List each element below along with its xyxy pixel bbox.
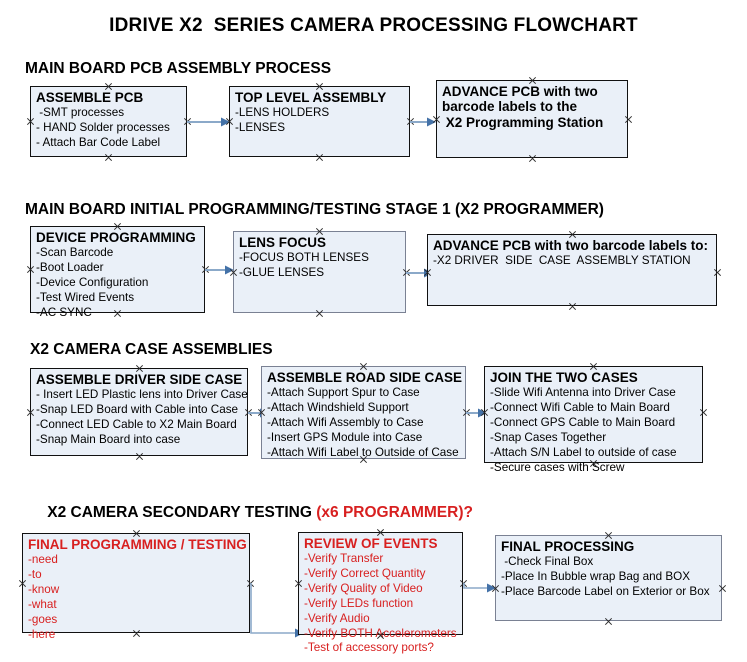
box-title: ASSEMBLE ROAD SIDE CASE <box>267 370 463 385</box>
box-line: -SMT processes <box>36 106 125 120</box>
box-title: JOIN THE TWO CASES <box>490 370 638 385</box>
box-assemble-pcb[interactable]: ASSEMBLE PCB -SMT processes - HAND Solde… <box>30 86 187 157</box>
box-line: -LENSES <box>235 121 286 135</box>
connector-review-of-events-to-final-processing <box>463 575 498 595</box>
box-title: FINAL PROCESSING <box>501 539 635 554</box>
box-line: -Verify BOTH Accelerometers <box>304 626 457 640</box>
box-line: -here <box>28 627 56 641</box>
box-line: -Attach Wifi Assembly to Case <box>267 415 424 429</box>
box-assemble-road-side-case[interactable]: ASSEMBLE ROAD SIDE CASE -Attach Support … <box>261 366 466 459</box>
box-line: -Connect GPS Cable to Main Board <box>490 415 676 429</box>
box-line: -Check Final Box <box>501 555 594 569</box>
box-title: REVIEW OF EVENTS <box>304 536 438 551</box>
box-line: -know <box>28 582 60 596</box>
box-final-processing[interactable]: FINAL PROCESSING -Check Final Box -Place… <box>495 535 722 621</box>
box-title: FINAL PROGRAMMING / TESTING <box>28 537 247 552</box>
box-line: -need <box>28 553 58 567</box>
box-line: -what <box>28 597 57 611</box>
box-final-programming-testing[interactable]: FINAL PROGRAMMING / TESTING -need -to -k… <box>22 533 250 641</box>
section-heading-text: X2 CAMERA SECONDARY TESTING <box>47 503 317 521</box>
box-line: -Attach Support Spur to Case <box>267 386 420 400</box>
box-title: LENS FOCUS <box>239 235 327 250</box>
box-line: -Attach Windshield Support <box>267 401 409 415</box>
box-line: -X2 DRIVER SIDE CASE ASSEMBLY STATION <box>433 254 691 268</box>
box-lens-focus[interactable]: LENS FOCUS -FOCUS BOTH LENSES -GLUE LENS… <box>233 231 406 313</box>
box-line: -goes <box>28 612 58 626</box>
box-line: -Snap Main Board into case <box>36 432 181 446</box>
box-title: DEVICE PROGRAMMING <box>36 230 196 245</box>
section-heading-x2-camera-secondary-testing: X2 CAMERA SECONDARY TESTING (x6 PROGRAMM… <box>30 489 473 536</box>
box-top-level-assembly[interactable]: TOP LEVEL ASSEMBLY -LENS HOLDERS -LENSES <box>229 86 410 157</box>
section-heading-accent: (x6 PROGRAMMER)? <box>316 503 473 521</box>
box-line: -Device Configuration <box>36 275 149 289</box>
box-title: TOP LEVEL ASSEMBLY <box>235 90 387 105</box>
box-line: - Attach Bar Code Label <box>36 135 161 149</box>
box-title: ASSEMBLE PCB <box>36 90 144 105</box>
box-line: -Attach Wifi Label to Outside of Case <box>267 445 459 459</box>
connector-device-programming-to-lens-focus <box>205 262 235 278</box>
section-heading-main-board-initial-programming: MAIN BOARD INITIAL PROGRAMMING/TESTING S… <box>25 201 604 218</box>
box-line: -to <box>28 568 42 582</box>
box-title: ASSEMBLE DRIVER SIDE CASE <box>36 372 243 387</box>
box-line: -Verify Quality of Video <box>304 581 423 595</box>
box-line: -Boot Loader <box>36 261 104 275</box>
box-line: - Insert LED Plastic lens into Driver Ca… <box>36 388 248 402</box>
connector-assemble-pcb-to-top-level-assembly <box>187 114 231 130</box>
box-line: -Verify Audio <box>304 611 370 625</box>
box-line: -FOCUS BOTH LENSES <box>239 251 369 265</box>
section-heading-x2-camera-case-assemblies: X2 CAMERA CASE ASSEMBLIES <box>30 341 273 358</box>
box-title: ADVANCE PCB with two barcode labels to: <box>433 238 709 253</box>
box-line: -Secure cases with Screw <box>490 460 625 474</box>
box-join-the-two-cases[interactable]: JOIN THE TWO CASES -Slide Wifi Antenna i… <box>484 366 703 474</box>
box-line: -Verify LEDs function <box>304 596 414 610</box>
box-line: -Snap LED Board with Cable into Case <box>36 403 239 417</box>
box-advance-pcb-driver-side-case[interactable]: ADVANCE PCB with two barcode labels to: … <box>427 234 717 306</box>
box-line: -AC SYNC <box>36 305 92 319</box>
box-line: -Insert GPS Module into Case <box>267 430 423 444</box>
box-line: - HAND Solder processes <box>36 121 170 135</box>
box-line: -Connect Wifi Cable to Main Board <box>490 401 670 415</box>
box-line: -Connect LED Cable to X2 Main Board <box>36 417 237 431</box>
box-line: -Slide Wifi Antenna into Driver Case <box>490 386 676 400</box>
box-line: -GLUE LENSES <box>239 266 325 280</box>
box-title: ADVANCE PCB with two barcode labels to t… <box>442 84 604 130</box>
box-line: -Verify Correct Quantity <box>304 567 426 581</box>
box-line: -Verify Transfer <box>304 552 384 566</box>
box-line: -Attach S/N Label to outside of case <box>490 445 677 459</box>
connector-top-level-assembly-to-advance-pcb <box>410 114 437 130</box>
box-line: -Snap Cases Together <box>490 430 607 444</box>
box-line: -Test Wired Events <box>36 290 135 304</box>
box-line: -LENS HOLDERS <box>235 106 330 120</box>
section-heading-main-board-pcb-assembly: MAIN BOARD PCB ASSEMBLY PROCESS <box>25 60 332 77</box>
box-assemble-driver-side-case[interactable]: ASSEMBLE DRIVER SIDE CASE - Insert LED P… <box>30 368 248 456</box>
page-title: IDRIVE X2 SERIES CAMERA PROCESSING FLOWC… <box>109 15 638 36</box>
box-line: -Place Barcode Label on Exterior or Box <box>501 584 710 598</box>
box-advance-pcb-programming-station[interactable]: ADVANCE PCB with two barcode labels to t… <box>436 80 628 158</box>
box-device-programming[interactable]: DEVICE PROGRAMMING -Scan Barcode -Boot L… <box>30 226 205 319</box>
box-review-of-events[interactable]: REVIEW OF EVENTS -Verify Transfer -Verif… <box>298 532 463 654</box>
box-line: -Scan Barcode <box>36 246 114 260</box>
box-line-overflow: -Test of accessory ports? <box>304 641 434 655</box>
box-line: -Place In Bubble wrap Bag and BOX <box>501 570 691 584</box>
